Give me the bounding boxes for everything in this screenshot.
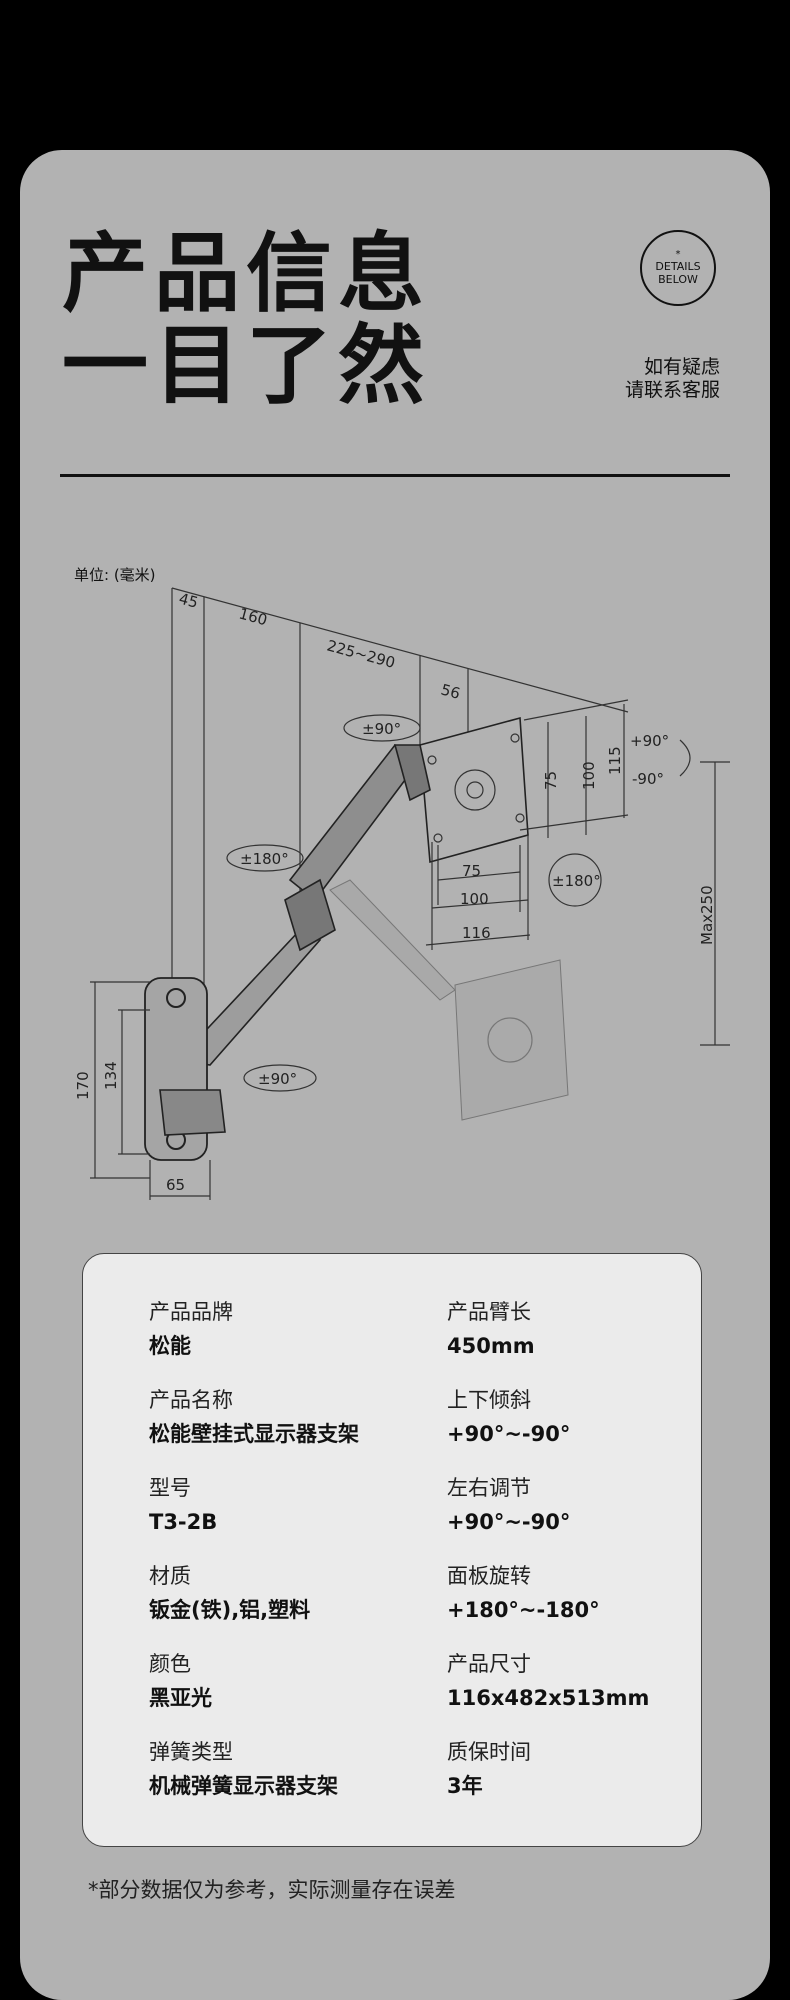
plate-hub: [454, 769, 496, 811]
spec-value: 3年: [447, 1774, 483, 1798]
spec-value: T3-2B: [149, 1510, 218, 1534]
dim-65: 65: [166, 1176, 185, 1194]
title-line-2: 一目了然: [62, 316, 430, 416]
spec-label: 材质: [149, 1564, 191, 1588]
spec-value: 116x482x513mm: [447, 1686, 650, 1710]
spec-model: 型号 T3-2B: [149, 1474, 217, 1536]
rotation-180-plate: ±180°: [552, 872, 601, 890]
page-title: 产品信息 一目了然: [62, 228, 430, 412]
spec-label: 弹簧类型: [149, 1740, 233, 1764]
badge-star: *: [675, 249, 681, 260]
ghost-plate: [454, 959, 569, 1121]
spec-value: 机械弹簧显示器支架: [149, 1774, 338, 1798]
dim-225-290: 225~290: [325, 636, 397, 671]
dim-170: 170: [74, 1071, 92, 1100]
elbow-joint: [284, 878, 336, 952]
badge-line-1: DETAILS: [655, 260, 701, 273]
spec-value: +180°~-180°: [447, 1598, 600, 1622]
tilt-arc-icon: [679, 739, 691, 777]
dim-100v: 100: [580, 761, 598, 790]
dim-160: 160: [237, 604, 269, 629]
spec-value: 松能: [149, 1334, 191, 1358]
spec-label: 产品臂长: [447, 1300, 531, 1324]
spec-size: 产品尺寸 116x482x513mm: [447, 1650, 649, 1712]
title-line-1: 产品信息: [62, 224, 430, 324]
rotate-90-top-icon: [343, 714, 421, 742]
ghost-hub: [487, 1017, 533, 1063]
dim-134: 134: [102, 1061, 120, 1090]
rotate-180-arm-icon: [226, 844, 304, 872]
rotation-180-arm: ±180°: [240, 850, 289, 868]
spec-material: 材质 钣金(铁),铝,塑料: [149, 1562, 310, 1624]
footnote: *部分数据仅为参考，实际测量存在误差: [88, 1878, 456, 1902]
spec-label: 面板旋转: [447, 1564, 531, 1588]
unit-label: 单位: (毫米): [74, 566, 156, 584]
spec-spring-type: 弹簧类型 机械弹簧显示器支架: [149, 1738, 338, 1800]
spec-value: +90°~-90°: [447, 1422, 571, 1446]
plate-hub-inner: [466, 781, 484, 799]
spec-label: 颜色: [149, 1652, 191, 1676]
top-dimension-line: [171, 587, 629, 713]
spec-color: 颜色 黑亚光: [149, 1650, 212, 1712]
dim-116h-line: [425, 934, 531, 946]
rotation-90-top: ±90°: [362, 720, 401, 738]
dim-75h-line: [437, 871, 521, 881]
rotation-90-bottom: ±90°: [258, 1070, 297, 1088]
spec-value: 450mm: [447, 1334, 535, 1358]
spec-panel: 产品品牌 松能 产品臂长 450mm 产品名称 松能壁挂式显示器支架 上下倾斜 …: [82, 1253, 702, 1847]
dim-75v: 75: [542, 771, 560, 790]
rotate-90-bottom-icon: [243, 1064, 317, 1092]
spec-label: 左右调节: [447, 1476, 531, 1500]
spec-label: 产品品牌: [149, 1300, 233, 1324]
dim-116h: 116: [462, 924, 491, 942]
dim-115v: 115: [606, 746, 624, 775]
spec-warranty: 质保时间 3年: [447, 1738, 531, 1800]
upper-arm: [288, 743, 422, 902]
dim-100h-line: [431, 899, 529, 909]
spec-label: 质保时间: [447, 1740, 531, 1764]
spec-arm-length: 产品臂长 450mm: [447, 1298, 535, 1360]
spec-product-name: 产品名称 松能壁挂式显示器支架: [149, 1386, 359, 1448]
dim-56: 56: [439, 680, 462, 702]
spec-value: 松能壁挂式显示器支架: [149, 1422, 359, 1446]
ghost-arm: [329, 879, 456, 1001]
dimension-diagram: 45 160 225~290 56 75 100 115 75 100 116 …: [74, 587, 730, 1200]
spec-swivel: 左右调节 +90°~-90°: [447, 1474, 570, 1536]
contact-line-1: 如有疑虑: [643, 356, 720, 378]
dim-100h: 100: [460, 890, 489, 908]
spec-label: 产品名称: [149, 1388, 233, 1412]
spec-brand: 产品品牌 松能: [149, 1298, 233, 1360]
tilt-joint: [393, 744, 431, 802]
tilt-down-label: -90°: [632, 770, 664, 788]
spec-value: +90°~-90°: [447, 1510, 571, 1534]
contact-line-2: 请联系客服: [624, 379, 720, 401]
spec-value: 钣金(铁),铝,塑料: [149, 1598, 311, 1622]
wall-clamp: [159, 1089, 226, 1136]
dim-75h: 75: [462, 862, 481, 880]
dim-max250: Max250: [698, 885, 716, 945]
rotate-180-plate-icon: [548, 853, 602, 907]
spec-label: 型号: [149, 1476, 191, 1500]
dim-45: 45: [177, 589, 200, 611]
tilt-up-label: +90°: [630, 732, 669, 750]
details-below-badge: * DETAILS BELOW: [640, 230, 716, 306]
spec-tilt: 上下倾斜 +90°~-90°: [447, 1386, 570, 1448]
spec-label: 产品尺寸: [447, 1652, 531, 1676]
contact-note: 如有疑虑 请联系客服: [625, 356, 720, 402]
spec-label: 上下倾斜: [447, 1388, 531, 1412]
header-divider: [60, 474, 730, 477]
badge-line-2: BELOW: [658, 273, 698, 286]
spec-value: 黑亚光: [149, 1686, 212, 1710]
spec-rotation: 面板旋转 +180°~-180°: [447, 1562, 600, 1624]
